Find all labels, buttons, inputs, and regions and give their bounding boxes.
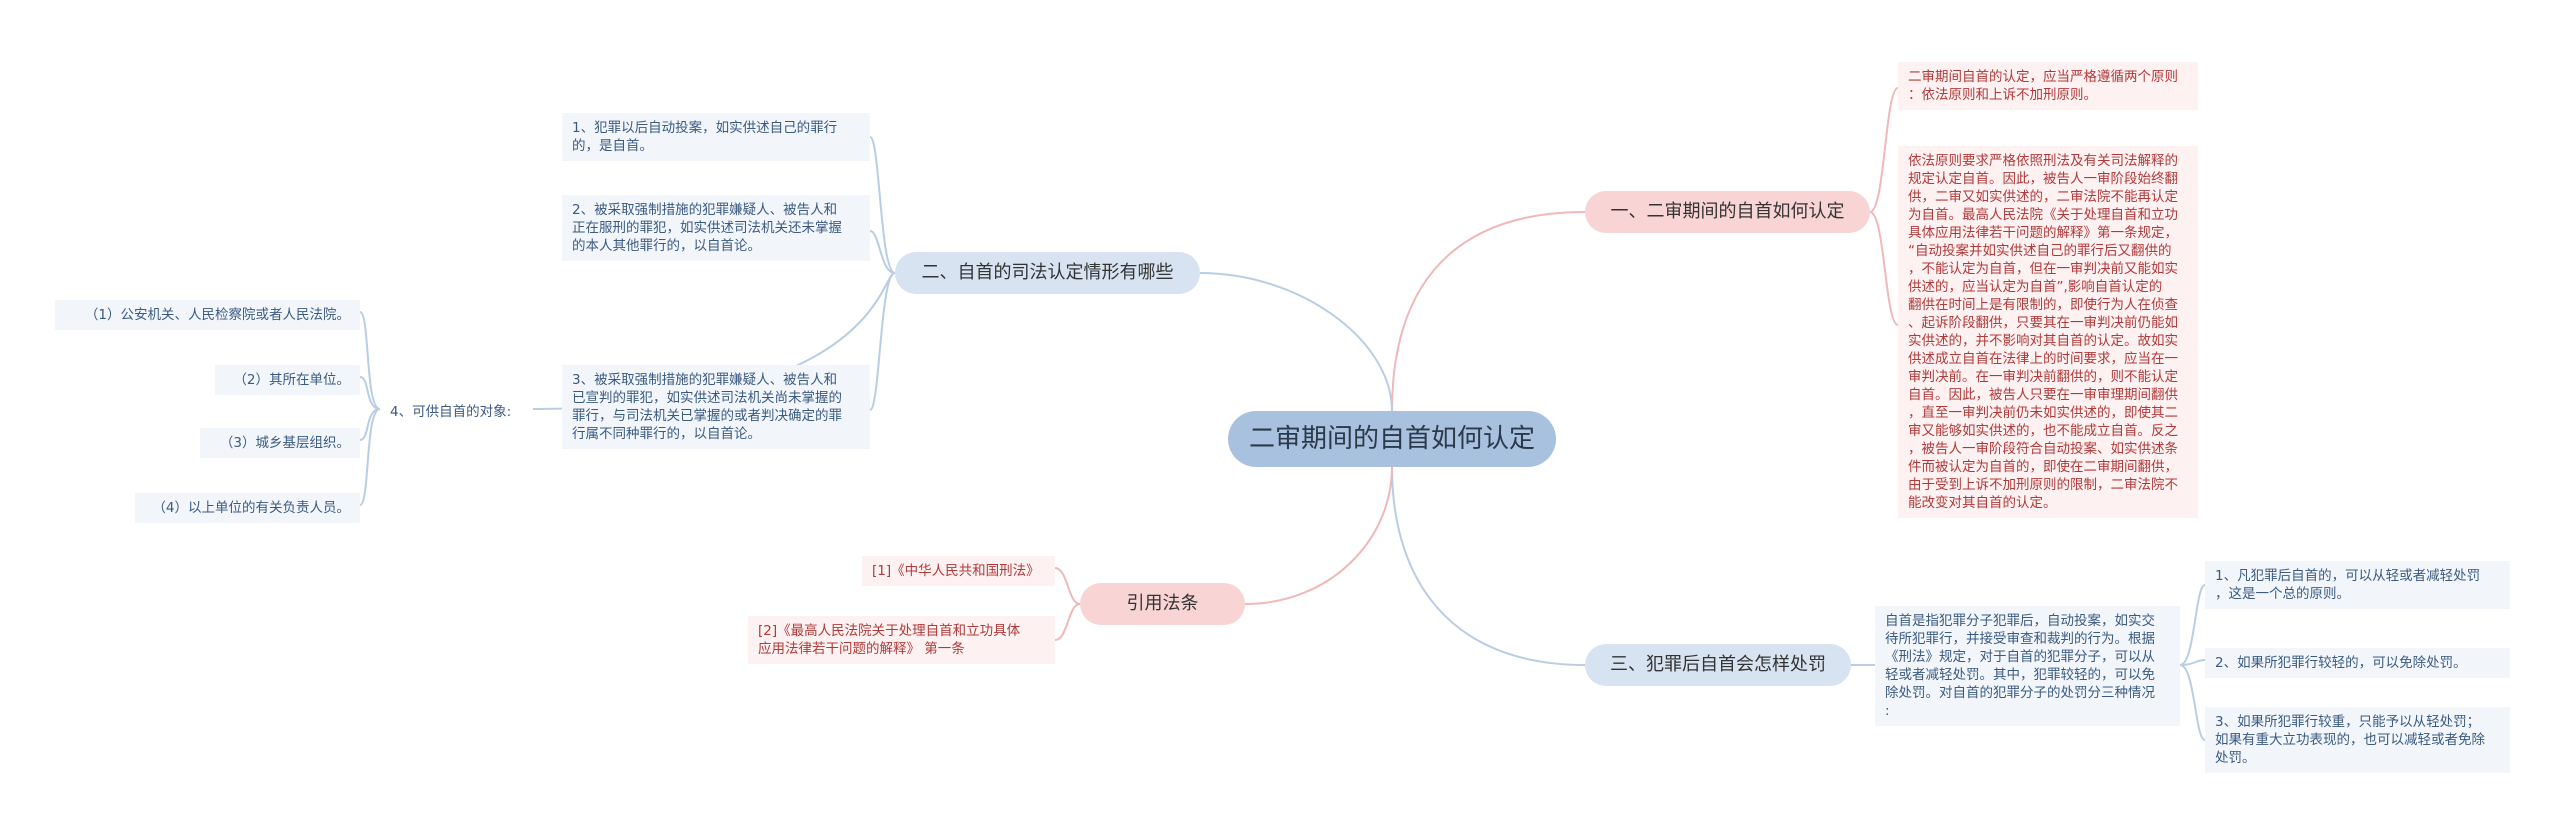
sub-item-3: （3）城乡基层组织。 bbox=[200, 428, 360, 458]
leaf-punishment-1: 1、凡犯罪后自首的，可以从轻或者减轻处罚 ，这是一个总的原则。 bbox=[2205, 561, 2510, 609]
sub-item-1: （1）公安机关、人民检察院或者人民法院。 bbox=[55, 300, 360, 330]
leaf-item-1: 1、犯罪以后自动投案，如实供述自己的罪行 的，是自首。 bbox=[562, 113, 870, 161]
branch-second-instance-surrender[interactable]: 一、二审期间的自首如何认定 bbox=[1585, 191, 1870, 233]
central-topic[interactable]: 二审期间的自首如何认定 bbox=[1228, 411, 1556, 467]
leaf-principles: 二审期间自首的认定，应当严格遵循两个原则 ：依法原则和上诉不加刑原则。 bbox=[1898, 62, 2198, 110]
leaf-item-4-surrender-targets: 4、可供自首的对象: bbox=[390, 404, 512, 420]
leaf-punishment-2: 2、如果所犯罪行较轻的，可以免除处罚。 bbox=[2205, 648, 2510, 678]
leaf-punishment-3: 3、如果所犯罪行较重，只能予以从轻处罚； 如果有重大立功表现的，也可以减轻或者免… bbox=[2205, 707, 2510, 773]
law-citation-1: [1]《中华人民共和国刑法》 bbox=[862, 556, 1055, 586]
leaf-item-3: 3、被采取强制措施的犯罪嫌疑人、被告人和 已宣判的罪犯，如实供述司法机关尚未掌握… bbox=[562, 365, 870, 449]
leaf-lawful-principle-explanation: 依法原则要求严格依照刑法及有关司法解释的 规定认定自首。因此，被告人一审阶段始终… bbox=[1898, 146, 2198, 518]
branch-judicial-determination[interactable]: 二、自首的司法认定情形有哪些 bbox=[895, 252, 1200, 294]
law-citation-2: [2]《最高人民法院关于处理自首和立功具体 应用法律若干问题的解释》 第一条 bbox=[748, 616, 1055, 664]
leaf-item-2: 2、被采取强制措施的犯罪嫌疑人、被告人和 正在服刑的罪犯，如实供述司法机关还未掌… bbox=[562, 195, 870, 261]
sub-item-2: （2）其所在单位。 bbox=[215, 365, 360, 395]
branch-cited-laws[interactable]: 引用法条 bbox=[1080, 583, 1245, 625]
leaf-surrender-definition: 自首是指犯罪分子犯罪后，自动投案，如实交 待所犯罪行，并接受审查和裁判的行为。根… bbox=[1875, 606, 2180, 726]
sub-item-4: （4）以上单位的有关负责人员。 bbox=[135, 493, 360, 523]
branch-punishment[interactable]: 三、犯罪后自首会怎样处罚 bbox=[1585, 644, 1851, 686]
